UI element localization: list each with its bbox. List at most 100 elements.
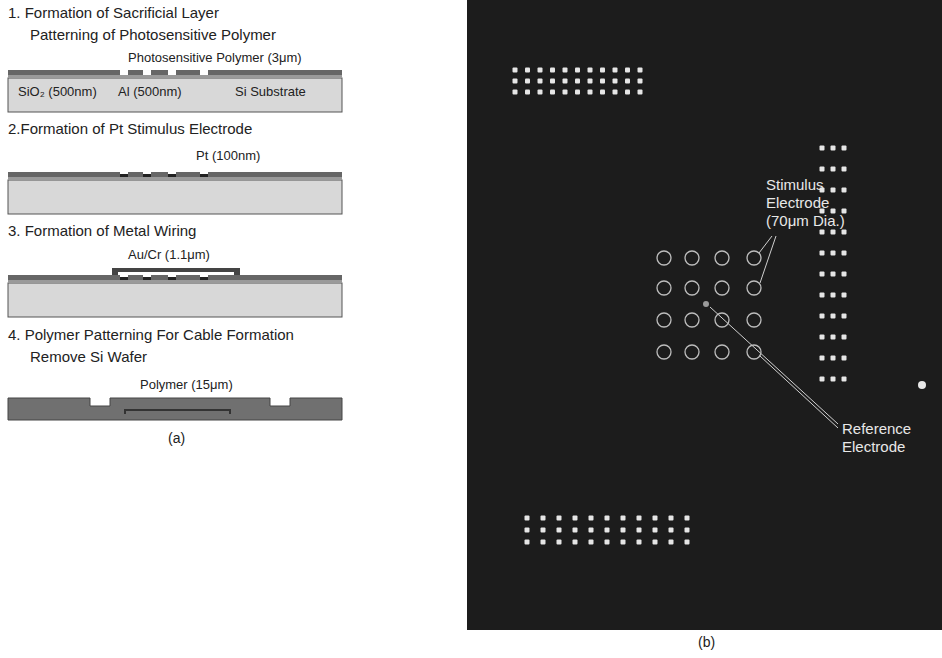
step-heading: 2.Formation of Pt Stimulus Electrode — [8, 120, 252, 138]
contact-pad — [541, 516, 546, 521]
sio2-layer — [8, 75, 342, 78]
contact-pad — [820, 335, 825, 340]
contact-pad — [557, 528, 562, 533]
contact-pad — [831, 230, 836, 235]
cross-section-3 — [8, 268, 342, 317]
contact-pad — [613, 79, 618, 84]
contact-pad — [831, 335, 836, 340]
electrode-label: Reference Electrode — [842, 420, 924, 456]
stimulus-electrode — [685, 281, 699, 295]
reference-electrode — [703, 301, 709, 307]
contact-pad — [831, 188, 836, 193]
pt-electrode — [200, 174, 208, 177]
contact-pad — [600, 90, 605, 95]
polymer-segment — [128, 275, 143, 280]
contact-pad — [557, 516, 562, 521]
au-cr-wiring — [112, 268, 240, 275]
contact-pad — [820, 314, 825, 319]
contact-pad — [842, 314, 847, 319]
contact-pads — [513, 68, 847, 545]
contact-pad — [638, 90, 643, 95]
polymer-segment — [8, 70, 120, 75]
stimulus-electrode — [747, 313, 761, 327]
stimulus-electrode — [685, 313, 699, 327]
contact-pad — [831, 272, 836, 277]
contact-pad — [550, 68, 555, 73]
contact-pad — [831, 314, 836, 319]
contact-pad — [541, 528, 546, 533]
contact-pad — [525, 68, 530, 73]
stimulus-electrode — [657, 281, 671, 295]
polymer-segment — [151, 70, 168, 75]
layer-label: Au/Cr (1.1μm) — [128, 247, 210, 263]
bright-spot — [918, 381, 926, 389]
contact-pad — [831, 377, 836, 382]
contact-pad — [563, 68, 568, 73]
contact-pad — [600, 79, 605, 84]
contact-pad — [573, 516, 578, 521]
polymer-layer — [8, 275, 342, 280]
stimulus-electrode — [747, 251, 761, 265]
electrode-label: Stimulus Electrode (70μm Dia.) — [766, 176, 866, 230]
layer-label: Si Substrate — [235, 84, 306, 100]
polymer-segment — [176, 172, 200, 177]
sio2-layer — [8, 280, 342, 283]
pt-electrode — [168, 174, 176, 177]
polymer-segment — [151, 172, 168, 177]
polymer-segment — [128, 70, 143, 75]
contact-pad — [820, 293, 825, 298]
contact-pad — [638, 79, 643, 84]
layer-label: SiO₂ (500nm) — [18, 84, 97, 100]
contact-pad — [538, 90, 543, 95]
contact-pad — [685, 516, 690, 521]
contact-pad — [621, 516, 626, 521]
contact-pad — [685, 528, 690, 533]
contact-pad — [613, 90, 618, 95]
stimulus-electrode — [747, 281, 761, 295]
contact-pad — [538, 68, 543, 73]
contact-pad — [525, 528, 530, 533]
contact-pad — [589, 516, 594, 521]
layer-label: Pt (100nm) — [196, 148, 260, 164]
polymer-segment — [208, 172, 342, 177]
polymer-layer — [8, 172, 342, 177]
contact-pad — [538, 79, 543, 84]
si-substrate — [8, 283, 342, 317]
contact-pad — [525, 90, 530, 95]
contact-pad — [550, 90, 555, 95]
cross-section-1 — [8, 75, 342, 112]
step-heading: Remove Si Wafer — [30, 348, 147, 366]
contact-pad — [605, 540, 610, 545]
contact-pad — [575, 90, 580, 95]
layer-label: Al (500nm) — [118, 84, 182, 100]
layer-label: Polymer (15μm) — [140, 377, 233, 393]
contact-pad — [573, 540, 578, 545]
stimulus-electrode — [715, 281, 729, 295]
contact-pad — [541, 540, 546, 545]
leader-line — [760, 356, 838, 428]
stimulus-electrode — [685, 251, 699, 265]
step-heading: 4. Polymer Patterning For Cable Formatio… — [8, 326, 294, 344]
pt-electrode — [143, 277, 151, 280]
contact-pad — [831, 146, 836, 151]
stimulus-electrodes — [657, 251, 761, 359]
pt-electrode — [200, 277, 208, 280]
polymer-segment — [151, 275, 168, 280]
contact-pad — [513, 68, 518, 73]
contact-pad — [842, 230, 847, 235]
pt-electrode — [168, 277, 176, 280]
contact-pad — [653, 540, 658, 545]
polymer-segment — [8, 275, 120, 280]
stimulus-electrode — [747, 345, 761, 359]
stimulus-electrode — [715, 251, 729, 265]
pt-electrode — [143, 174, 151, 177]
contact-pad — [831, 167, 836, 172]
polymer-segment — [176, 70, 200, 75]
leader-line — [759, 236, 772, 253]
contact-pad — [621, 528, 626, 533]
contact-pad — [563, 90, 568, 95]
polymer-segment — [208, 275, 342, 280]
stimulus-electrode — [657, 251, 671, 265]
contact-pad — [613, 68, 618, 73]
contact-pad — [820, 146, 825, 151]
